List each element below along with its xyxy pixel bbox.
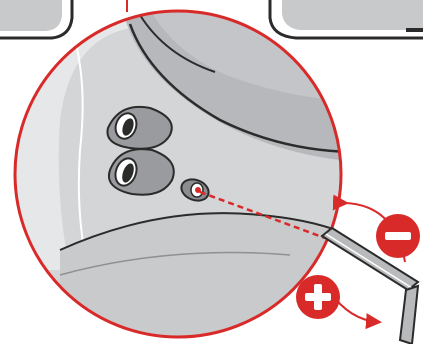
slot-button-lower bbox=[108, 148, 175, 196]
plus-icon bbox=[296, 275, 340, 319]
panel-line-mark bbox=[406, 28, 423, 32]
screw-guide-line bbox=[199, 190, 326, 240]
adjustment-screw-icon bbox=[180, 178, 210, 202]
machine-panel-left bbox=[0, 0, 74, 40]
minus-icon bbox=[376, 214, 420, 258]
machine-panel-right bbox=[268, 0, 423, 40]
hex-key-icon bbox=[320, 226, 420, 344]
slot-button-upper bbox=[106, 106, 173, 150]
